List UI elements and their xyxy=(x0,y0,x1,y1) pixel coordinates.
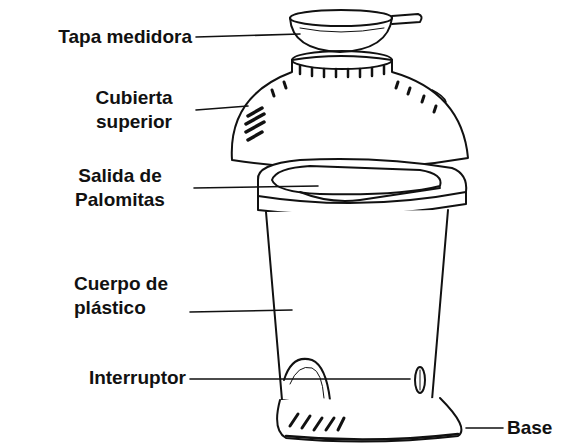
part-label: Base xyxy=(507,416,552,440)
switch xyxy=(415,367,425,393)
top-cover xyxy=(232,51,468,169)
part-label: Cubierta superior xyxy=(78,86,190,134)
measuring-cup xyxy=(290,10,422,52)
plastic-body xyxy=(266,210,448,406)
leader-lines xyxy=(190,34,503,428)
part-label: Cuerpo de plástico xyxy=(74,272,186,320)
part-label: Salida de Palomitas xyxy=(50,164,190,212)
part-label: Interruptor xyxy=(89,366,186,390)
part-label: Tapa medidora xyxy=(58,25,192,49)
base xyxy=(277,398,461,442)
